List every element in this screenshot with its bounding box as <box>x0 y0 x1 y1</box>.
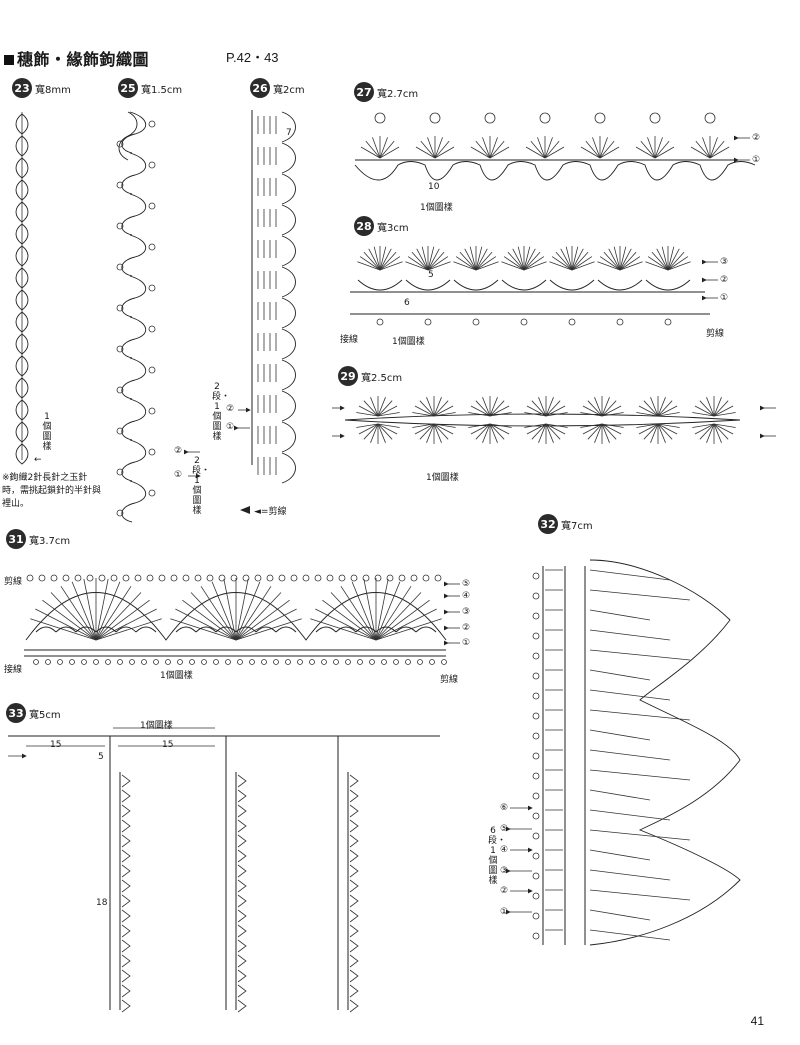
p33-count-15b: 15 <box>162 740 174 750</box>
p31-cut-bottom: 剪線 <box>440 675 459 685</box>
p25-row1: ① <box>174 470 183 480</box>
p32-row3: ③ <box>500 866 509 876</box>
title-square-icon <box>4 55 14 65</box>
p28-row3: ③ <box>720 257 729 267</box>
pattern-29-number: 29 <box>338 366 358 386</box>
pattern-26-diagram <box>251 110 296 484</box>
p32-row4: ④ <box>500 845 509 855</box>
pattern-26-width: 寬2cm <box>273 84 305 96</box>
pattern-28-number: 28 <box>354 216 374 236</box>
pattern-29-width: 寬2.5cm <box>361 372 403 384</box>
p28-count-6: 6 <box>404 298 410 308</box>
p31-row5: ⑤ <box>462 579 471 589</box>
p32-row2: ② <box>500 886 509 896</box>
p31-join: 接線 <box>4 665 23 675</box>
p31-row4: ④ <box>462 591 471 601</box>
p33-repeat-label: 1個圖樣 <box>140 721 173 731</box>
pattern-32-width: 寬7cm <box>561 520 593 532</box>
page-title: 穗飾・緣飾鉤織圖 <box>4 46 149 70</box>
p27-repeat-label: 1個圖樣 <box>420 203 453 213</box>
p23-arrow: ← <box>34 455 42 465</box>
pattern-33-width: 寬5cm <box>29 709 61 721</box>
p28-join: 接線 <box>340 335 359 345</box>
page-title-text: 穗飾・緣飾鉤織圖 <box>17 50 150 69</box>
p32-row6: ⑥ <box>500 803 509 813</box>
p28-cut: 剪線 <box>706 329 725 339</box>
p32-row1: ① <box>500 907 509 917</box>
technique-note: ※鉤織2針長針之玉針時，需挑起鎖針的半針與裡山。 <box>2 473 102 509</box>
p28-count-5: 5 <box>428 270 434 280</box>
p31-row3: ③ <box>462 607 471 617</box>
p31-row2: ② <box>462 623 471 633</box>
pattern-32-row-arrows <box>506 805 533 915</box>
pattern-25-number: 25 <box>118 78 138 98</box>
pattern-25-width: 寬1.5cm <box>141 84 183 96</box>
p26-row2: ② <box>226 404 235 414</box>
p32-repeat-label: 6段・1個圖樣 <box>488 826 507 886</box>
p25-repeat-label: 2段・1個圖樣 <box>192 456 211 516</box>
pattern-23-diagram <box>15 112 29 465</box>
p27-row2: ② <box>752 133 761 143</box>
p25-row2: ② <box>174 446 183 456</box>
pattern-27-number: 27 <box>354 82 374 102</box>
pattern-31-number: 31 <box>6 529 26 549</box>
pattern-25-diagram <box>116 111 156 523</box>
p27-count: 10 <box>428 182 440 192</box>
pattern-27-width: 寬2.7cm <box>377 88 419 100</box>
pattern-28-diagram <box>350 246 718 326</box>
p26-repeat-label: 2段・1個圖樣 <box>212 382 231 442</box>
p33-count-15a: 15 <box>50 740 62 750</box>
pattern-32-number: 32 <box>538 514 558 534</box>
p27-row1: ① <box>752 155 761 165</box>
pattern-31-diagram <box>24 574 447 665</box>
p23-repeat-label: 1個圖樣 <box>42 412 52 452</box>
pattern-23-number: 23 <box>12 78 32 98</box>
page-reference: P.42・43 <box>226 50 279 65</box>
pattern-33-number: 33 <box>6 703 26 723</box>
pattern-31-width: 寬3.7cm <box>29 535 71 547</box>
pattern-32-diagram <box>532 559 741 946</box>
pattern-31-row-arrows <box>444 581 460 646</box>
p26-count: 7 <box>286 128 292 138</box>
page-number: 41 <box>750 1014 764 1028</box>
pattern-29-diagram <box>332 396 776 444</box>
pattern-28-width: 寬3cm <box>377 222 409 234</box>
p28-repeat-label: 1個圖樣 <box>392 337 425 347</box>
pattern-26-number: 26 <box>250 78 270 98</box>
p28-row2: ② <box>720 275 729 285</box>
p31-row1: ① <box>462 638 471 648</box>
p28-row1: ① <box>720 293 729 303</box>
pattern-23-width: 寬8mm <box>35 84 71 96</box>
cut-legend: ◄=剪線 <box>254 507 287 517</box>
p29-repeat-label: 1個圖樣 <box>426 473 459 483</box>
pattern-27-diagram <box>354 112 756 181</box>
p32-row5: ⑤ <box>500 824 509 834</box>
p33-count-5: 5 <box>98 752 104 762</box>
p31-repeat-label: 1個圖樣 <box>160 671 193 681</box>
p26-row1: ① <box>226 422 235 432</box>
p33-count-18: 18 <box>96 898 108 908</box>
pattern-33-diagram <box>8 727 440 1013</box>
p31-cut-top: 剪線 <box>4 577 23 587</box>
